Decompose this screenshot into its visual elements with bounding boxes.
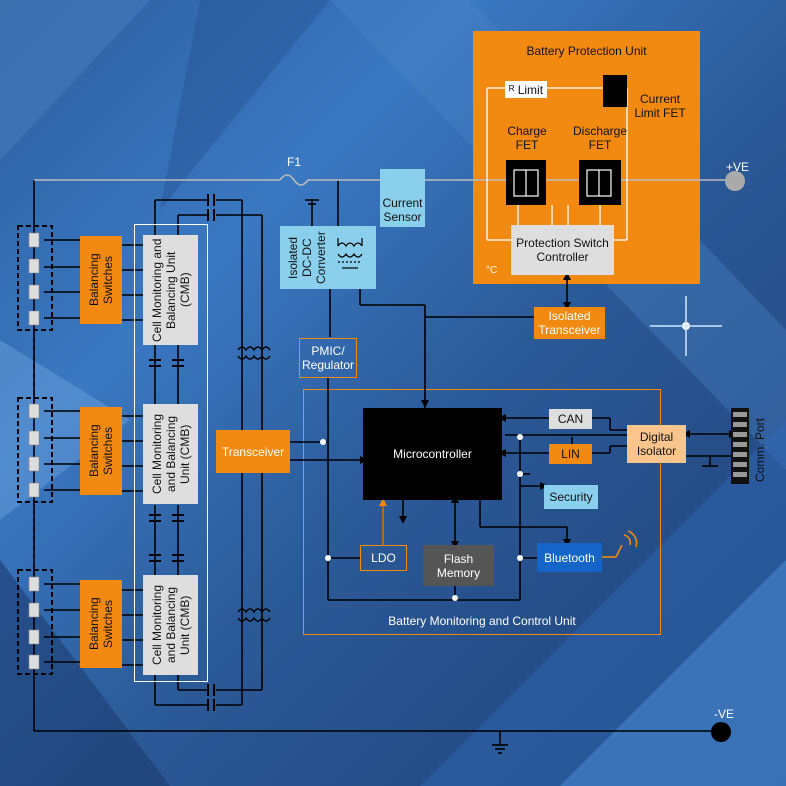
balancing-switches-2-label: Balancing Switches — [87, 424, 115, 478]
microcontroller: Microcontroller — [363, 408, 502, 500]
balancing-switches-2: Balancing Switches — [80, 407, 122, 495]
isolated-dcdc-converter: Isolated DC-DC Converter — [280, 226, 376, 289]
negative-terminal-label: -VE — [714, 707, 735, 721]
dcdc-label: Isolated DC-DC Converter — [286, 231, 328, 284]
protection-controller-label: Protection Switch Controller — [516, 236, 609, 264]
cmb-unit-1-label: Cell Monitoring and Balancing Unit (CMB) — [149, 238, 192, 342]
security-block: Security — [544, 485, 598, 509]
flash-memory: Flash Memory — [423, 545, 494, 586]
current-sensor-label: Current Sensor — [382, 196, 423, 224]
current-limit-fet-label: Current Limit FET — [634, 92, 686, 120]
balancing-switches-1: Balancing Switches — [80, 236, 122, 324]
lin-block: LIN — [549, 444, 592, 464]
isolated-transceiver: Isolated Transceiver — [534, 307, 605, 339]
pmic-label: PMIC/ Regulator — [301, 344, 355, 372]
flash-memory-label: Flash Memory — [436, 551, 481, 580]
transformer-icon — [337, 238, 363, 269]
ldo-block: LDO — [360, 545, 407, 571]
cmb-unit-3-label: Cell Monitoring and Balancing Unit (CMB) — [149, 584, 192, 666]
digital-isolator-label: Digital Isolator — [636, 430, 677, 458]
transceiver: Transceiver — [216, 430, 290, 473]
positive-terminal-label: +VE — [726, 160, 750, 174]
r-limit: ᴿ Limit — [505, 81, 547, 98]
bmcu-frame — [303, 389, 661, 635]
digital-isolator: Digital Isolator — [627, 425, 686, 463]
balancing-switches-3-label: Balancing Switches — [87, 597, 115, 651]
can-block: CAN — [549, 409, 592, 429]
cmb-unit-1: Cell Monitoring and Balancing Unit (CMB) — [143, 235, 198, 345]
temperature-sensor-icon: °C — [486, 265, 498, 276]
discharge-fet-label: Discharge FET — [572, 124, 628, 152]
cmb-unit-3: Cell Monitoring and Balancing Unit (CMB) — [143, 575, 198, 675]
bluetooth-block: Bluetooth — [537, 543, 602, 572]
protection-switch-controller: Protection Switch Controller — [511, 225, 614, 275]
fet-symbols — [513, 169, 612, 197]
cmb-outline — [134, 224, 208, 682]
charge-fet-label: Charge FET — [507, 124, 547, 152]
comm-port-label: Comm. Port — [753, 417, 767, 482]
balancing-switches-3: Balancing Switches — [80, 580, 122, 668]
bmcu-title: Battery Monitoring and Control Unit — [388, 614, 576, 628]
current-sensor: Current Sensor — [380, 169, 425, 227]
bpu-title: Battery Protection Unit — [526, 44, 647, 58]
fuse-label: F1 — [287, 155, 302, 169]
comm-port-icon — [731, 408, 749, 484]
cmb-unit-2: Cell Monitoring and Balancing Unit (CMB) — [143, 404, 198, 504]
discharge-fet-icon — [579, 160, 621, 205]
cmb-unit-2-label: Cell Monitoring and Balancing Unit (CMB) — [149, 413, 192, 495]
balancing-switches-1-label: Balancing Switches — [87, 253, 115, 307]
isolated-transceiver-label: Isolated Transceiver — [538, 309, 601, 337]
current-limit-fet-icon — [603, 75, 627, 107]
pmic-regulator: PMIC/ Regulator — [299, 338, 357, 378]
